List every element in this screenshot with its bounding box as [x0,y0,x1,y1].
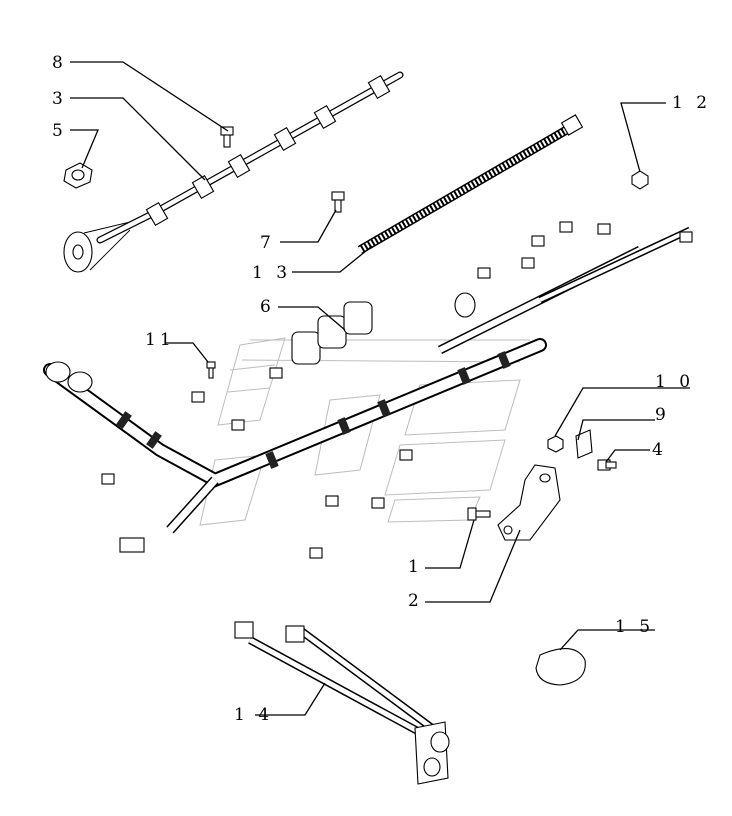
callout-8: 8 [52,53,67,73]
callout-13: 1 3 [252,263,291,283]
bolt-7 [331,191,345,213]
cover-15 [535,648,586,686]
callout-9: 9 [655,405,670,425]
callout-5: 5 [52,121,67,141]
elbow-connectors [291,301,373,365]
plug-connectors [101,221,693,559]
callout-14: 1 4 [234,705,273,725]
harness-clips [145,74,391,227]
callout-12: 1 2 [672,93,711,113]
callout-7: 7 [260,233,275,253]
callout-11: 11 [145,330,175,350]
bolt-11 [206,361,216,379]
upper-cable-harness [96,71,404,244]
callout-10: 1 0 [655,372,694,392]
watermark-logo [199,337,530,526]
callout-15: 1 5 [615,617,654,637]
bracket-2 [497,464,561,541]
callout-1: 1 [408,557,423,577]
cable-14 [234,621,450,785]
screw-4 [597,459,617,471]
cable-tie-13 [357,114,584,254]
main-cable-harness [43,221,693,559]
callout-6: 6 [260,297,275,317]
harness-sleeve-bands [116,351,511,469]
grommet-part [63,221,131,273]
callout-labels: 8 3 5 1 2 7 1 3 6 11 1 0 9 4 1 2 1 5 1 4 [52,53,711,725]
hex-nut-5 [63,162,93,189]
leader-lines [70,61,690,716]
bolt-1 [467,507,491,521]
callout-2: 2 [408,591,423,611]
callout-3: 3 [52,89,67,109]
clip-9 [575,429,593,459]
nut-12 [631,170,649,190]
callout-4: 4 [652,440,667,460]
nut-10 [547,435,564,453]
